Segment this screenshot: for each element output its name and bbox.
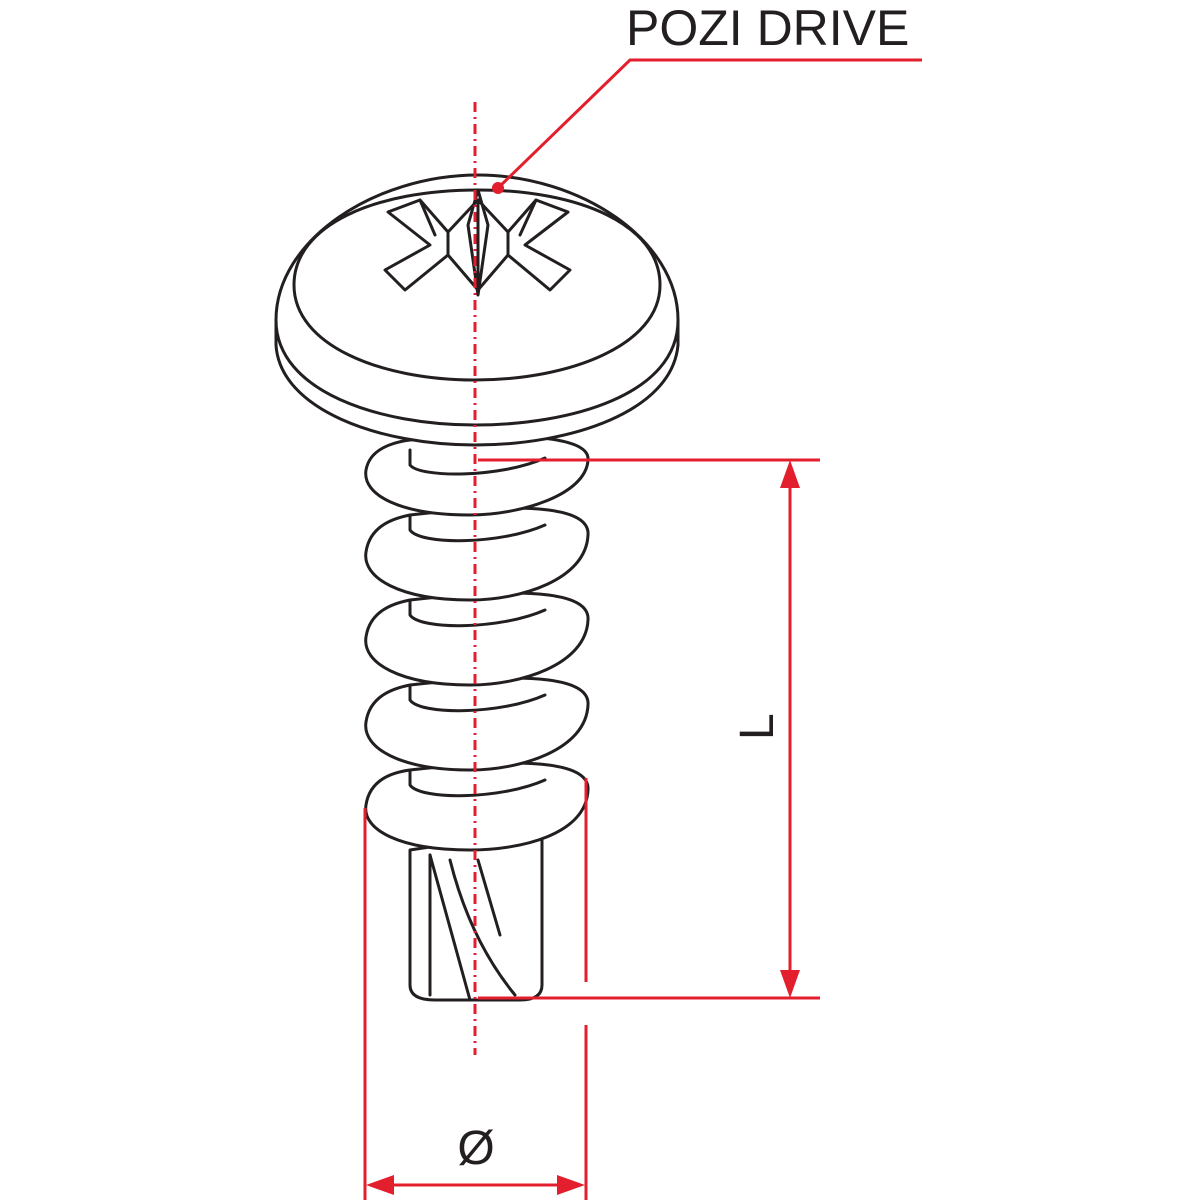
screw <box>274 173 680 1002</box>
pan-head <box>274 173 680 447</box>
drive-type-label: POZI DRIVE <box>626 0 909 56</box>
dimension-arrow-icon <box>780 970 800 998</box>
dimension-arrow-icon <box>557 1175 585 1195</box>
pozidriv-cross-icon <box>383 188 572 297</box>
dimension-arrow-icon <box>780 460 800 488</box>
length-label: L <box>731 713 784 740</box>
diameter-label: Ø <box>457 1122 494 1175</box>
drill-tip <box>408 828 544 1002</box>
diameter-dimension <box>366 1175 585 1195</box>
dimension-lines <box>363 58 922 1200</box>
dimension-arrow-icon <box>366 1175 394 1195</box>
drive-leader <box>492 58 922 194</box>
length-dimension <box>780 460 800 998</box>
thread <box>364 434 590 852</box>
